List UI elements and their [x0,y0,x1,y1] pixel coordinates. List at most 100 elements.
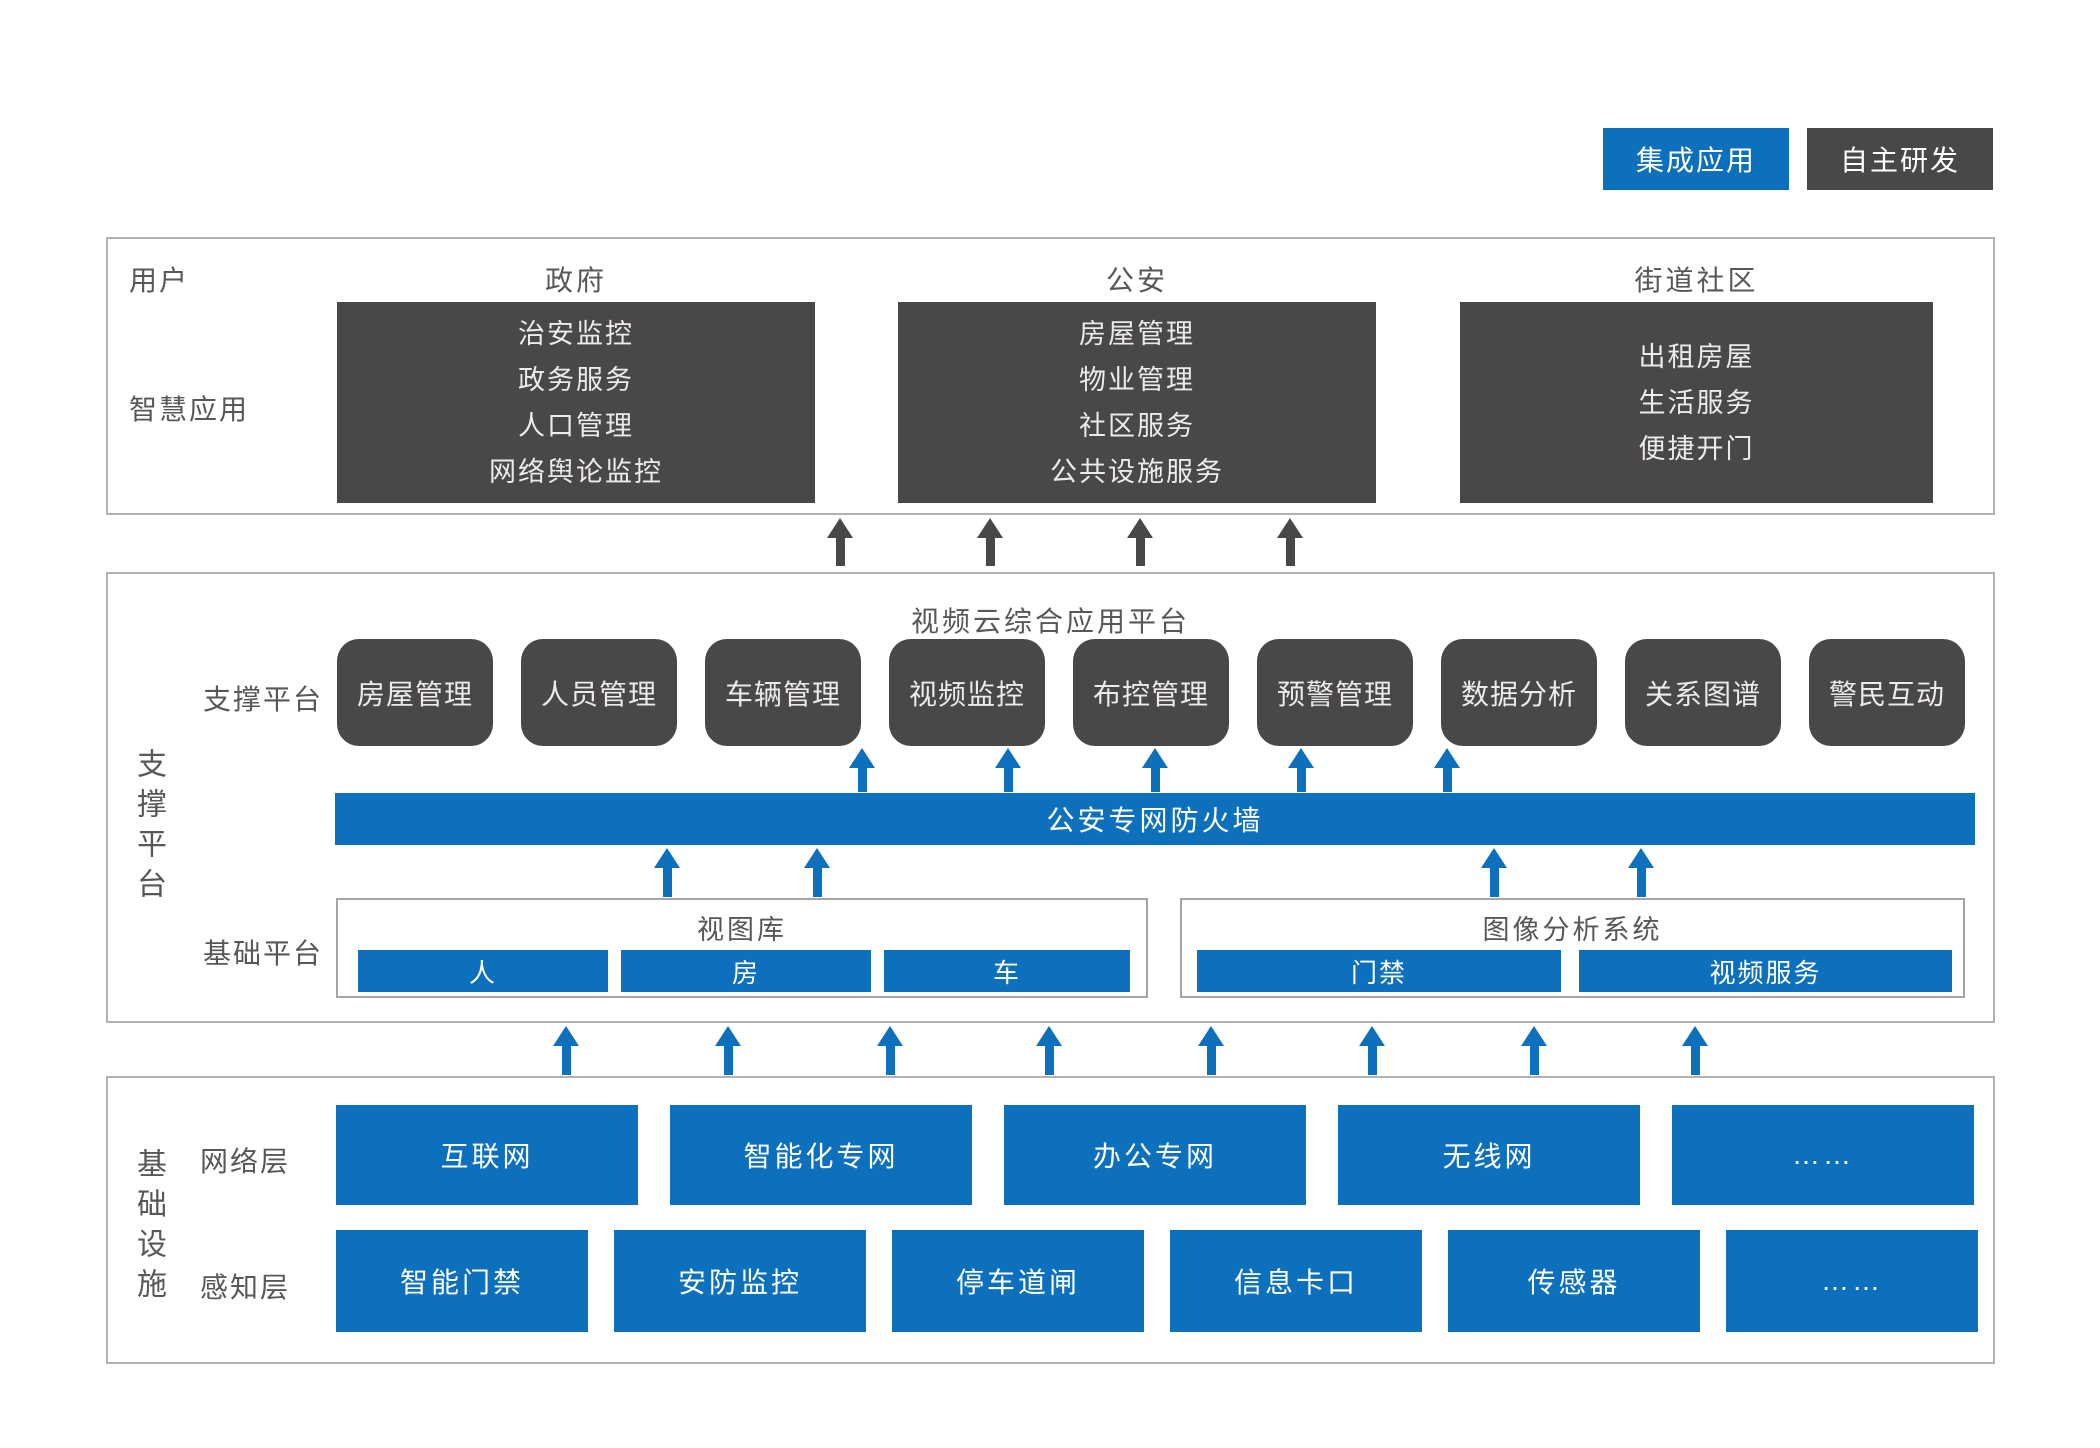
up-arrow [849,748,875,792]
bar-label: 视频服务 [1709,957,1822,988]
library-bar-house: 房 [621,950,871,992]
app-item: 网络舆论监控 [489,456,663,487]
network-box-label: 办公专网 [1092,1141,1217,1172]
up-arrow [1434,748,1460,792]
network-box-label: 无线网 [1442,1141,1536,1172]
bar-label: 车 [992,957,1021,988]
platform-side-label: 支撑平台 [132,748,165,908]
view-library-box: 视图库 人 房 车 [336,898,1148,998]
community-apps-box: 出租房屋 生活服务 便捷开门 [1460,302,1933,503]
sensing-box-label: 停车道闸 [955,1267,1080,1298]
app-item: 治安监控 [518,318,634,349]
up-arrow [977,518,1003,566]
network-box-office: 办公专网 [1004,1105,1306,1205]
up-arrow [827,518,853,566]
up-arrow [1481,848,1507,897]
up-arrow [1277,518,1303,566]
network-box-label: …… [1792,1139,1854,1170]
up-arrow [1198,1026,1224,1075]
legend-integrated-label: 集成应用 [1635,145,1756,176]
library-bar-person: 人 [358,950,608,992]
support-box-label: 关系图谱 [1644,678,1761,710]
app-item: 出租房屋 [1638,341,1755,372]
sensing-box-label: …… [1821,1265,1883,1296]
support-box-label: 视频监控 [908,678,1025,710]
library-bar-car: 车 [884,950,1130,992]
support-box-police-citizen: 警民互动 [1809,639,1965,746]
analysis-bar-access: 门禁 [1197,950,1561,992]
app-item: 人口管理 [518,410,634,441]
network-box-label: 智能化专网 [743,1141,899,1172]
sensing-box-sensor: 传感器 [1448,1230,1700,1332]
support-box-label: 人员管理 [540,678,657,710]
sensing-box-label: 智能门禁 [399,1267,524,1298]
sensing-box-label: 安防监控 [677,1267,802,1298]
up-arrow [1682,1026,1708,1075]
legend-self-developed-label: 自主研发 [1839,145,1960,176]
sensing-box-more: …… [1726,1230,1978,1332]
infra-side-label: 基础设施 [132,1148,165,1308]
support-box-label: 数据分析 [1460,678,1577,710]
sensing-box-label: 信息卡口 [1233,1267,1358,1298]
up-arrow [1359,1026,1385,1075]
sensing-box-checkpoint: 信息卡口 [1170,1230,1422,1332]
view-library-title: 视图库 [697,915,787,945]
smart-apps-row-label: 智慧应用 [129,394,250,425]
up-arrow [1127,518,1153,566]
support-box-label: 警民互动 [1828,678,1945,710]
up-arrow [1521,1026,1547,1075]
up-arrow [1142,748,1168,792]
image-analysis-title: 图像分析系统 [1482,915,1663,945]
police-apps-box: 房屋管理 物业管理 社区服务 公共设施服务 [898,302,1376,503]
image-analysis-box: 图像分析系统 门禁 视频服务 [1180,898,1965,998]
users-row-label: 用户 [129,265,190,296]
network-box-wireless: 无线网 [1338,1105,1640,1205]
support-box-vehicle: 车辆管理 [705,639,861,746]
app-item: 政务服务 [518,364,634,395]
support-box-housing: 房屋管理 [337,639,493,746]
app-item: 生活服务 [1638,387,1755,418]
sensing-box-parking: 停车道闸 [892,1230,1144,1332]
support-box-label: 布控管理 [1092,678,1209,710]
platform-title: 视频云综合应用平台 [910,606,1190,637]
up-arrow [804,848,830,897]
government-apps-box: 治安监控 政务服务 人口管理 网络舆论监控 [337,302,815,503]
up-arrow [1288,748,1314,792]
legend-self-developed: 自主研发 [1807,128,1993,190]
analysis-bar-video-service: 视频服务 [1579,950,1952,992]
app-item: 便捷开门 [1638,433,1755,464]
sensing-box-security: 安防监控 [614,1230,866,1332]
app-item: 房屋管理 [1079,318,1195,349]
support-box-data-analysis: 数据分析 [1441,639,1597,746]
legend-integrated-app: 集成应用 [1603,128,1789,190]
sensing-box-access: 智能门禁 [336,1230,588,1332]
column-header-police: 公安 [1105,265,1168,296]
support-row-label: 支撑平台 [203,684,324,715]
up-arrow [553,1026,579,1075]
up-arrow [715,1026,741,1075]
network-box-internet: 互联网 [336,1105,638,1205]
support-box-personnel: 人员管理 [521,639,677,746]
app-item: 物业管理 [1079,364,1195,395]
support-box-label: 车辆管理 [724,678,841,710]
up-arrow [1628,848,1654,897]
base-row-label: 基础平台 [203,938,324,969]
support-box-relation-graph: 关系图谱 [1625,639,1781,746]
network-box-more: …… [1672,1105,1974,1205]
network-box-intelligent: 智能化专网 [670,1105,972,1205]
bar-label: 人 [468,957,497,988]
sensing-box-label: 传感器 [1527,1267,1621,1298]
network-box-label: 互联网 [440,1141,534,1172]
support-box-warning: 预警管理 [1257,639,1413,746]
support-box-video-monitor: 视频监控 [889,639,1045,746]
bar-label: 门禁 [1350,957,1407,988]
firewall-bar: 公安专网防火墙 [335,793,1975,845]
up-arrow [654,848,680,897]
up-arrow [995,748,1021,792]
firewall-label: 公安专网防火墙 [1046,805,1264,836]
column-header-government: 政府 [544,265,607,296]
up-arrow [1036,1026,1062,1075]
support-box-label: 预警管理 [1276,678,1393,710]
up-arrow [877,1026,903,1075]
